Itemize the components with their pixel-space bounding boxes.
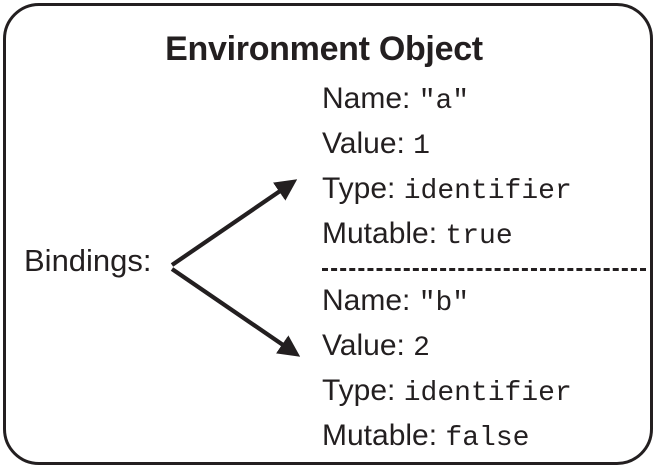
binding-b-type-line: Type: identifier <box>322 370 646 415</box>
bindings-list: Name: "a" Value: 1 Type: identifier Muta… <box>322 78 646 460</box>
binding-b-value-label: Value: <box>322 329 414 362</box>
binding-entry-b: Name: "b" Value: 2 Type: identifier Muta… <box>322 280 646 460</box>
environment-object-box <box>3 3 653 465</box>
binding-a-mutable-line: Mutable: true <box>322 213 646 258</box>
binding-b-value-line: Value: 2 <box>322 325 646 370</box>
binding-a-name-line: Name: "a" <box>322 78 646 123</box>
binding-b-type-label: Type: <box>322 374 404 407</box>
binding-a-type-line: Type: identifier <box>322 168 646 213</box>
binding-b-name-label: Name: <box>322 284 419 317</box>
bindings-label: Bindings: <box>24 243 152 278</box>
binding-entry-a: Name: "a" Value: 1 Type: identifier Muta… <box>322 78 646 258</box>
binding-b-name-line: Name: "b" <box>322 280 646 325</box>
binding-b-mutable-label: Mutable: <box>322 419 446 452</box>
binding-a-type-value: identifier <box>403 176 572 207</box>
binding-a-value-value: 1 <box>413 131 430 162</box>
page-title: Environment Object <box>165 30 483 68</box>
binding-a-mutable-label: Mutable: <box>322 217 446 250</box>
binding-a-value-label: Value: <box>322 127 414 160</box>
binding-a-name-value: "a" <box>418 86 470 117</box>
binding-b-mutable-value: false <box>445 423 530 454</box>
binding-b-type-value: identifier <box>403 378 572 409</box>
binding-a-name-label: Name: <box>322 82 419 115</box>
binding-a-value-line: Value: 1 <box>322 123 646 168</box>
binding-b-value-value: 2 <box>413 333 430 364</box>
binding-b-name-value: "b" <box>418 288 470 319</box>
bindings-divider <box>322 268 646 271</box>
binding-a-mutable-value: true <box>445 221 513 252</box>
binding-b-mutable-line: Mutable: false <box>322 415 646 460</box>
binding-a-type-label: Type: <box>322 172 404 205</box>
